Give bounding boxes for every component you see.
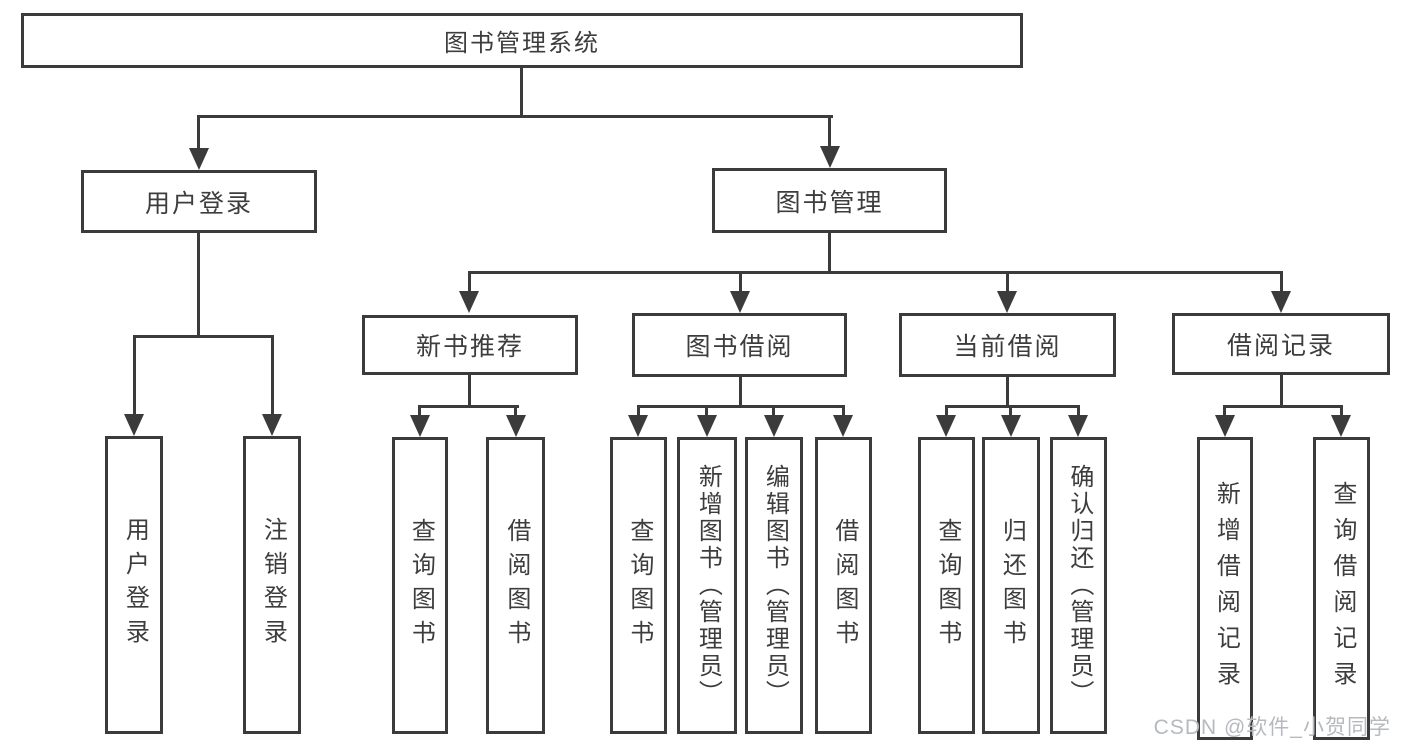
connector-cat1-horizontal [418,405,519,408]
connector-cat4-vertical [1280,375,1283,407]
node-book-mgmt-label: 图书管理 [775,188,884,217]
arrow-to-borrow-records [1271,291,1291,313]
leaf-recommend-query-books-label: 查询图书 [407,517,435,654]
leaf-recommend-query-books: 查询图书 [392,437,448,734]
connector-cat2-leaf4-stub [842,405,845,417]
connector-cat2-leaf3-stub [772,405,775,417]
connector-cat2-leaf1-stub [637,405,640,417]
connector-cat3-leaf1-stub [945,405,948,417]
arrow-to-leaf-user-login [124,414,144,436]
leaf-query-borrow-record-label: 查询借阅记录 [1328,480,1356,697]
connector-root-horizontal [197,115,833,118]
connector-cat2-vertical [739,377,742,407]
arrow-to-book-mgmt [820,146,840,168]
arrow-cat3-leaf1 [936,415,956,437]
arrow-to-new-book-recommend [459,291,479,313]
node-new-book-recommend: 新书推荐 [362,315,578,375]
leaf-return-books-label: 归还图书 [998,517,1026,654]
arrow-cat4-leaf1 [1215,415,1235,437]
leaf-recommend-borrow-books-label: 借阅图书 [502,517,530,654]
leaf-borrow-query-books-label: 查询图书 [625,517,653,654]
arrow-to-user-login [189,148,209,170]
connector-cat3-leaf2-stub [1009,405,1012,417]
node-user-login-label: 用户登录 [144,189,253,218]
connector-user-login-stub [197,115,200,149]
leaf-current-query-books-label: 查询图书 [933,517,961,654]
arrow-cat3-leaf2 [1001,415,1021,437]
connector-book-mgmt-stub [828,115,831,149]
connector-cat3-stub [1006,271,1009,293]
arrow-cat2-leaf4 [833,415,853,437]
arrow-cat2-leaf1 [628,415,648,437]
connector-cat3-leaf3-stub [1077,405,1080,417]
arrow-cat1-leaf1 [410,415,430,437]
leaf-confirm-return-admin-label: 确认归还（管理员） [1065,464,1093,707]
node-book-borrow-label: 图书借阅 [685,333,794,361]
node-new-book-recommend-label: 新书推荐 [415,333,524,361]
connector-cat4-leaf1-stub [1223,405,1226,417]
connector-cat4-horizontal [1223,405,1343,408]
node-book-mgmt: 图书管理 [712,168,947,233]
leaf-logout: 注销登录 [243,436,301,734]
leaf-logout-label: 注销登录 [259,517,287,653]
csdn-watermark: CSDN @软件_小贺同学 [1153,716,1391,739]
connector-cat1-stub [468,271,471,293]
arrow-cat1-leaf2 [506,415,526,437]
arrow-cat4-leaf2 [1331,415,1351,437]
connector-cat2-stub [739,271,742,293]
leaf-add-borrow-record-label: 新增借阅记录 [1212,480,1240,697]
connector-login-leaf2-stub [271,335,274,415]
connector-cat1-leaf2-stub [514,405,517,417]
connector-cat3-vertical [1006,377,1009,407]
arrow-cat2-leaf3 [764,415,784,437]
arrow-to-leaf-logout [262,414,282,436]
connector-login-leaf1-stub [133,335,136,415]
leaf-add-borrow-record: 新增借阅记录 [1197,437,1253,740]
node-current-borrow-label: 当前借阅 [953,333,1062,361]
connector-mgmt-horizontal [468,271,1283,274]
leaf-add-books-admin-label: 新增图书（管理员） [694,464,722,707]
connector-cat1-leaf1-stub [418,405,421,417]
connector-cat4-stub [1280,271,1283,293]
arrow-to-book-borrow [730,291,750,313]
leaf-edit-books-admin: 编辑图书（管理员） [745,437,803,734]
arrow-to-current-borrow [997,291,1017,313]
connector-cat1-vertical [468,375,471,407]
connector-cat3-horizontal [945,405,1080,408]
connector-root-vertical [520,68,523,118]
node-current-borrow: 当前借阅 [899,313,1116,377]
leaf-user-login-label: 用户登录 [121,517,149,653]
connector-cat2-leaf2-stub [705,405,708,417]
node-user-login: 用户登录 [81,170,317,233]
leaf-borrow-books: 借阅图书 [815,437,872,734]
leaf-user-login: 用户登录 [105,436,163,734]
leaf-borrow-books-label: 借阅图书 [830,517,858,654]
leaf-borrow-query-books: 查询图书 [610,437,667,734]
connector-mgmt-vertical [828,233,831,274]
node-book-borrow: 图书借阅 [632,313,847,377]
connector-cat2-horizontal [637,405,845,408]
node-root: 图书管理系统 [21,13,1023,68]
arrow-cat2-leaf2 [697,415,717,437]
leaf-query-borrow-record: 查询借阅记录 [1313,437,1370,740]
node-borrow-records-label: 借阅记录 [1226,332,1335,360]
connector-cat4-leaf2-stub [1340,405,1343,417]
leaf-recommend-borrow-books: 借阅图书 [486,437,545,734]
leaf-return-books: 归还图书 [982,437,1040,734]
arrow-cat3-leaf3 [1068,415,1088,437]
node-borrow-records: 借阅记录 [1172,313,1390,375]
leaf-edit-books-admin-label: 编辑图书（管理员） [761,464,789,707]
connector-login-horizontal [133,335,274,338]
leaf-add-books-admin: 新增图书（管理员） [677,437,737,734]
leaf-current-query-books: 查询图书 [918,437,975,734]
connector-login-vertical [197,233,200,338]
leaf-confirm-return-admin: 确认归还（管理员） [1050,437,1107,734]
node-root-label: 图书管理系统 [444,30,600,57]
